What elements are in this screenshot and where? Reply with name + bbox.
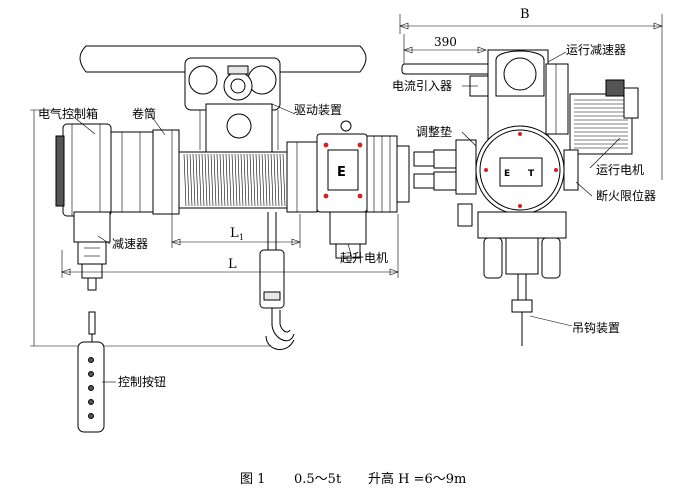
drum-groove — [282, 153, 286, 207]
drum-groove — [195, 153, 199, 207]
travel-mechanism — [487, 49, 569, 141]
label-travel-motor: 运行电机 — [596, 163, 644, 177]
label-reducer-left: 减速器 — [112, 237, 148, 251]
drum-groove — [255, 153, 259, 207]
drum-groove — [276, 153, 280, 207]
hook-left — [259, 212, 295, 350]
drum-groove — [243, 153, 247, 207]
lift-motor: E — [316, 120, 410, 259]
drum-groove — [237, 153, 241, 207]
drum-groove — [273, 153, 277, 207]
label-control-box: 电气控制箱 — [38, 106, 98, 121]
drum-groove — [183, 153, 187, 207]
leader-lines-left — [69, 103, 353, 383]
label-lift-motor: 起升电机 — [340, 251, 388, 265]
dim-L1-main: L — [230, 226, 239, 241]
drum-groove — [216, 153, 220, 207]
label-adjust-pad: 调整垫 — [416, 124, 452, 139]
drum-groove — [219, 153, 223, 207]
drum-groove — [222, 153, 226, 207]
drum-groove — [261, 153, 265, 207]
drum-groove — [213, 153, 217, 207]
caption-figure: 图 1 — [240, 472, 265, 487]
drum-groove — [252, 153, 256, 207]
drum-groove — [279, 153, 283, 207]
drum-groove — [270, 153, 274, 207]
drum-groove — [198, 153, 202, 207]
label-drum: 卷筒 — [132, 106, 156, 121]
control-box — [55, 123, 154, 217]
label-current-inlet: 电流引入器 — [392, 79, 452, 93]
svg-text:T: T — [528, 169, 535, 179]
label-travel-reducer: 运行减速器 — [566, 43, 626, 57]
dimension-B — [399, 14, 663, 180]
drum — [152, 129, 318, 215]
drum-groove — [240, 153, 244, 207]
drum-groove — [228, 153, 232, 207]
label-hook-device: 吊钩装置 — [572, 321, 620, 335]
svg-text:E: E — [504, 169, 510, 179]
reducer-left — [73, 211, 111, 291]
drum-groove — [249, 153, 253, 207]
drum-groove — [258, 153, 262, 207]
travel-motor — [569, 79, 639, 155]
drum-groove — [207, 153, 211, 207]
label-limit-switch: 断火限位器 — [596, 188, 656, 203]
dim-B: B — [520, 7, 530, 22]
hook-right — [457, 203, 567, 346]
caption-lift: 升高 H =6～9m — [368, 471, 466, 487]
dimension-lines — [30, 109, 399, 347]
drum-groove — [192, 153, 196, 207]
dim-390: 390 — [434, 35, 457, 49]
drum-groove — [225, 153, 229, 207]
dim-L1-sub: 1 — [239, 233, 244, 242]
drum-groove — [234, 153, 238, 207]
trolley-drive — [184, 57, 281, 155]
caption-load: 0.5～5t — [294, 472, 342, 487]
label-drive-device: 驱动装置 — [294, 103, 342, 117]
leader-lines-right — [461, 51, 621, 327]
label-control-button: 控制按钮 — [118, 374, 166, 389]
drum-groove — [204, 153, 208, 207]
main-housing: E T — [413, 125, 579, 215]
dim-L: L — [228, 257, 237, 272]
drum-groove — [267, 153, 271, 207]
drum-groove — [210, 153, 214, 207]
drum-groove — [231, 153, 235, 207]
pendant-control — [77, 311, 105, 433]
drum-groove — [186, 153, 190, 207]
svg-text:E: E — [337, 165, 346, 180]
drum-groove — [264, 153, 268, 207]
drum-groove — [201, 153, 205, 207]
drum-groove — [246, 153, 250, 207]
drum-groove — [189, 153, 193, 207]
